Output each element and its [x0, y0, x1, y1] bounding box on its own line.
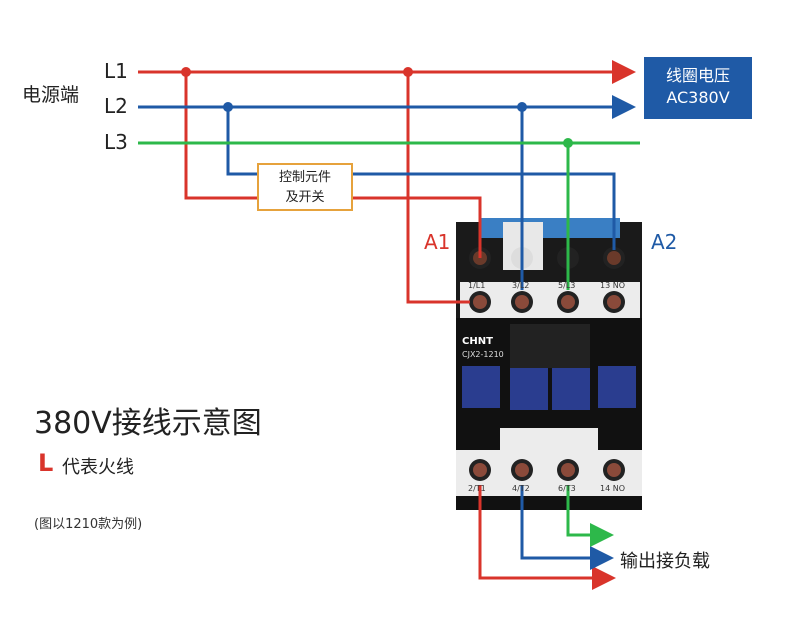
- coil-terminal-a2: A2: [651, 230, 678, 254]
- terminal-label-3l2: 3/L2: [512, 281, 530, 290]
- screw-14no: [603, 459, 625, 481]
- terminal-label-4t2: 4/T2: [512, 484, 530, 493]
- screw-t2: [511, 459, 533, 481]
- terminal-label-6t3: 6/T3: [558, 484, 576, 493]
- wire-l3: [138, 141, 640, 547]
- wire-l2: [138, 95, 636, 570]
- brand-logo: CHNT: [462, 336, 493, 347]
- source-label: 电源端: [22, 84, 80, 106]
- diagram-title: 380V接线示意图: [34, 406, 262, 441]
- screw-13no: [603, 291, 625, 313]
- terminal-label-14no: 14 NO: [600, 484, 626, 493]
- coil-terminal-a1: A1: [424, 230, 451, 254]
- top-terminal-coil-a2: [603, 247, 625, 269]
- line-l1-label: L1: [104, 59, 128, 83]
- terminal-label-2t1: 2/T1: [468, 484, 486, 493]
- wire-l1: [138, 60, 636, 590]
- output-load-label: 输出接负载: [620, 551, 710, 572]
- terminal-label-1l1: 1/L1: [468, 281, 486, 290]
- screw-l1: [469, 291, 491, 313]
- line-l2-label: L2: [104, 94, 128, 118]
- coil-voltage-title: 线圈电压: [665, 66, 730, 85]
- control-element-line1: 控制元件: [278, 170, 331, 185]
- terminal-label-5l3: 5/L3: [558, 281, 576, 290]
- control-element-box: 控制元件 及开关: [257, 163, 353, 211]
- coil-voltage-value: AC380V: [666, 88, 730, 107]
- model-note: (图以1210款为例): [34, 517, 143, 532]
- legend-letter: L: [38, 449, 54, 477]
- line-l3-label: L3: [104, 130, 128, 154]
- coil-voltage-box: 线圈电压 AC380V: [644, 57, 752, 119]
- junction-dots: [181, 67, 573, 148]
- terminal-label-13no: 13 NO: [600, 281, 626, 290]
- screw-t3: [557, 459, 579, 481]
- screw-l3: [557, 291, 579, 313]
- legend-text: 代表火线: [62, 457, 134, 478]
- control-element-line2: 及开关: [285, 190, 325, 205]
- screw-l2: [511, 291, 533, 313]
- screw-t1: [469, 459, 491, 481]
- model-number: CJX2-1210: [462, 350, 504, 359]
